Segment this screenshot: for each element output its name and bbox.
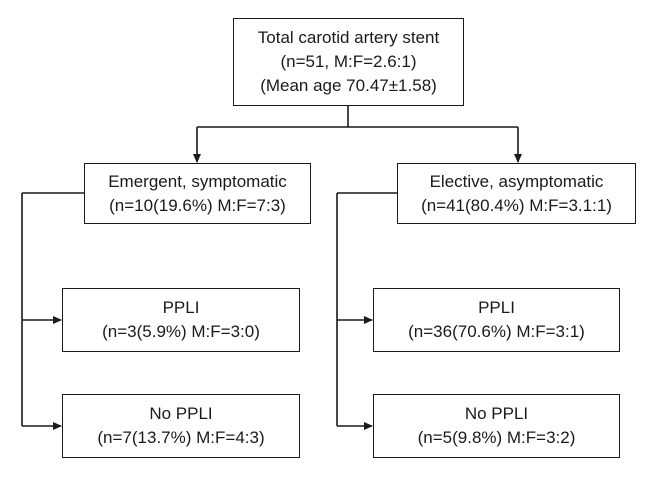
emergent-node-box: Emergent, symptomatic (n=10(19.6%) M:F=7… xyxy=(84,163,311,224)
emergent-no-ppli-count: (n=7(13.7%) M:F=4:3) xyxy=(97,428,265,447)
root-node-box: Total carotid artery stent (n=51, M:F=2.… xyxy=(233,18,464,106)
emergent-no-ppli-title: No PPLI xyxy=(149,404,213,423)
elective-ppli-count: (n=36(70.6%) M:F=3:1) xyxy=(408,322,585,341)
root-node-title: Total carotid artery stent xyxy=(257,28,440,47)
emergent-ppli-count: (n=3(5.9%) M:F=3:0) xyxy=(102,322,260,341)
emergent-ppli-title: PPLI xyxy=(162,298,200,317)
elective-ppli-box: PPLI (n=36(70.6%) M:F=3:1) xyxy=(373,288,620,352)
elective-ppli-title: PPLI xyxy=(478,298,515,317)
elective-node-box: Elective, asymptomatic (n=41(80.4%) M:F=… xyxy=(397,163,636,224)
root-node-count: (n=51, M:F=2.6:1) xyxy=(280,52,417,71)
emergent-node-count: (n=10(19.6%) M:F=7:3) xyxy=(109,195,286,215)
elective-no-ppli-box: No PPLI (n=5(9.8%) M:F=3:2) xyxy=(373,394,620,458)
emergent-ppli-box: PPLI (n=3(5.9%) M:F=3:0) xyxy=(62,288,300,352)
elective-node-count: (n=41(80.4%) M:F=3.1:1) xyxy=(421,195,612,215)
root-node-age: (Mean age 70.47±1.58) xyxy=(260,76,437,95)
elective-no-ppli-count: (n=5(9.8%) M:F=3:2) xyxy=(417,428,576,447)
emergent-node-title: Emergent, symptomatic xyxy=(108,171,287,191)
elective-no-ppli-title: No PPLI xyxy=(464,404,529,423)
emergent-no-ppli-box: No PPLI (n=7(13.7%) M:F=4:3) xyxy=(62,394,300,458)
elective-node-title: Elective, asymptomatic xyxy=(429,171,604,191)
